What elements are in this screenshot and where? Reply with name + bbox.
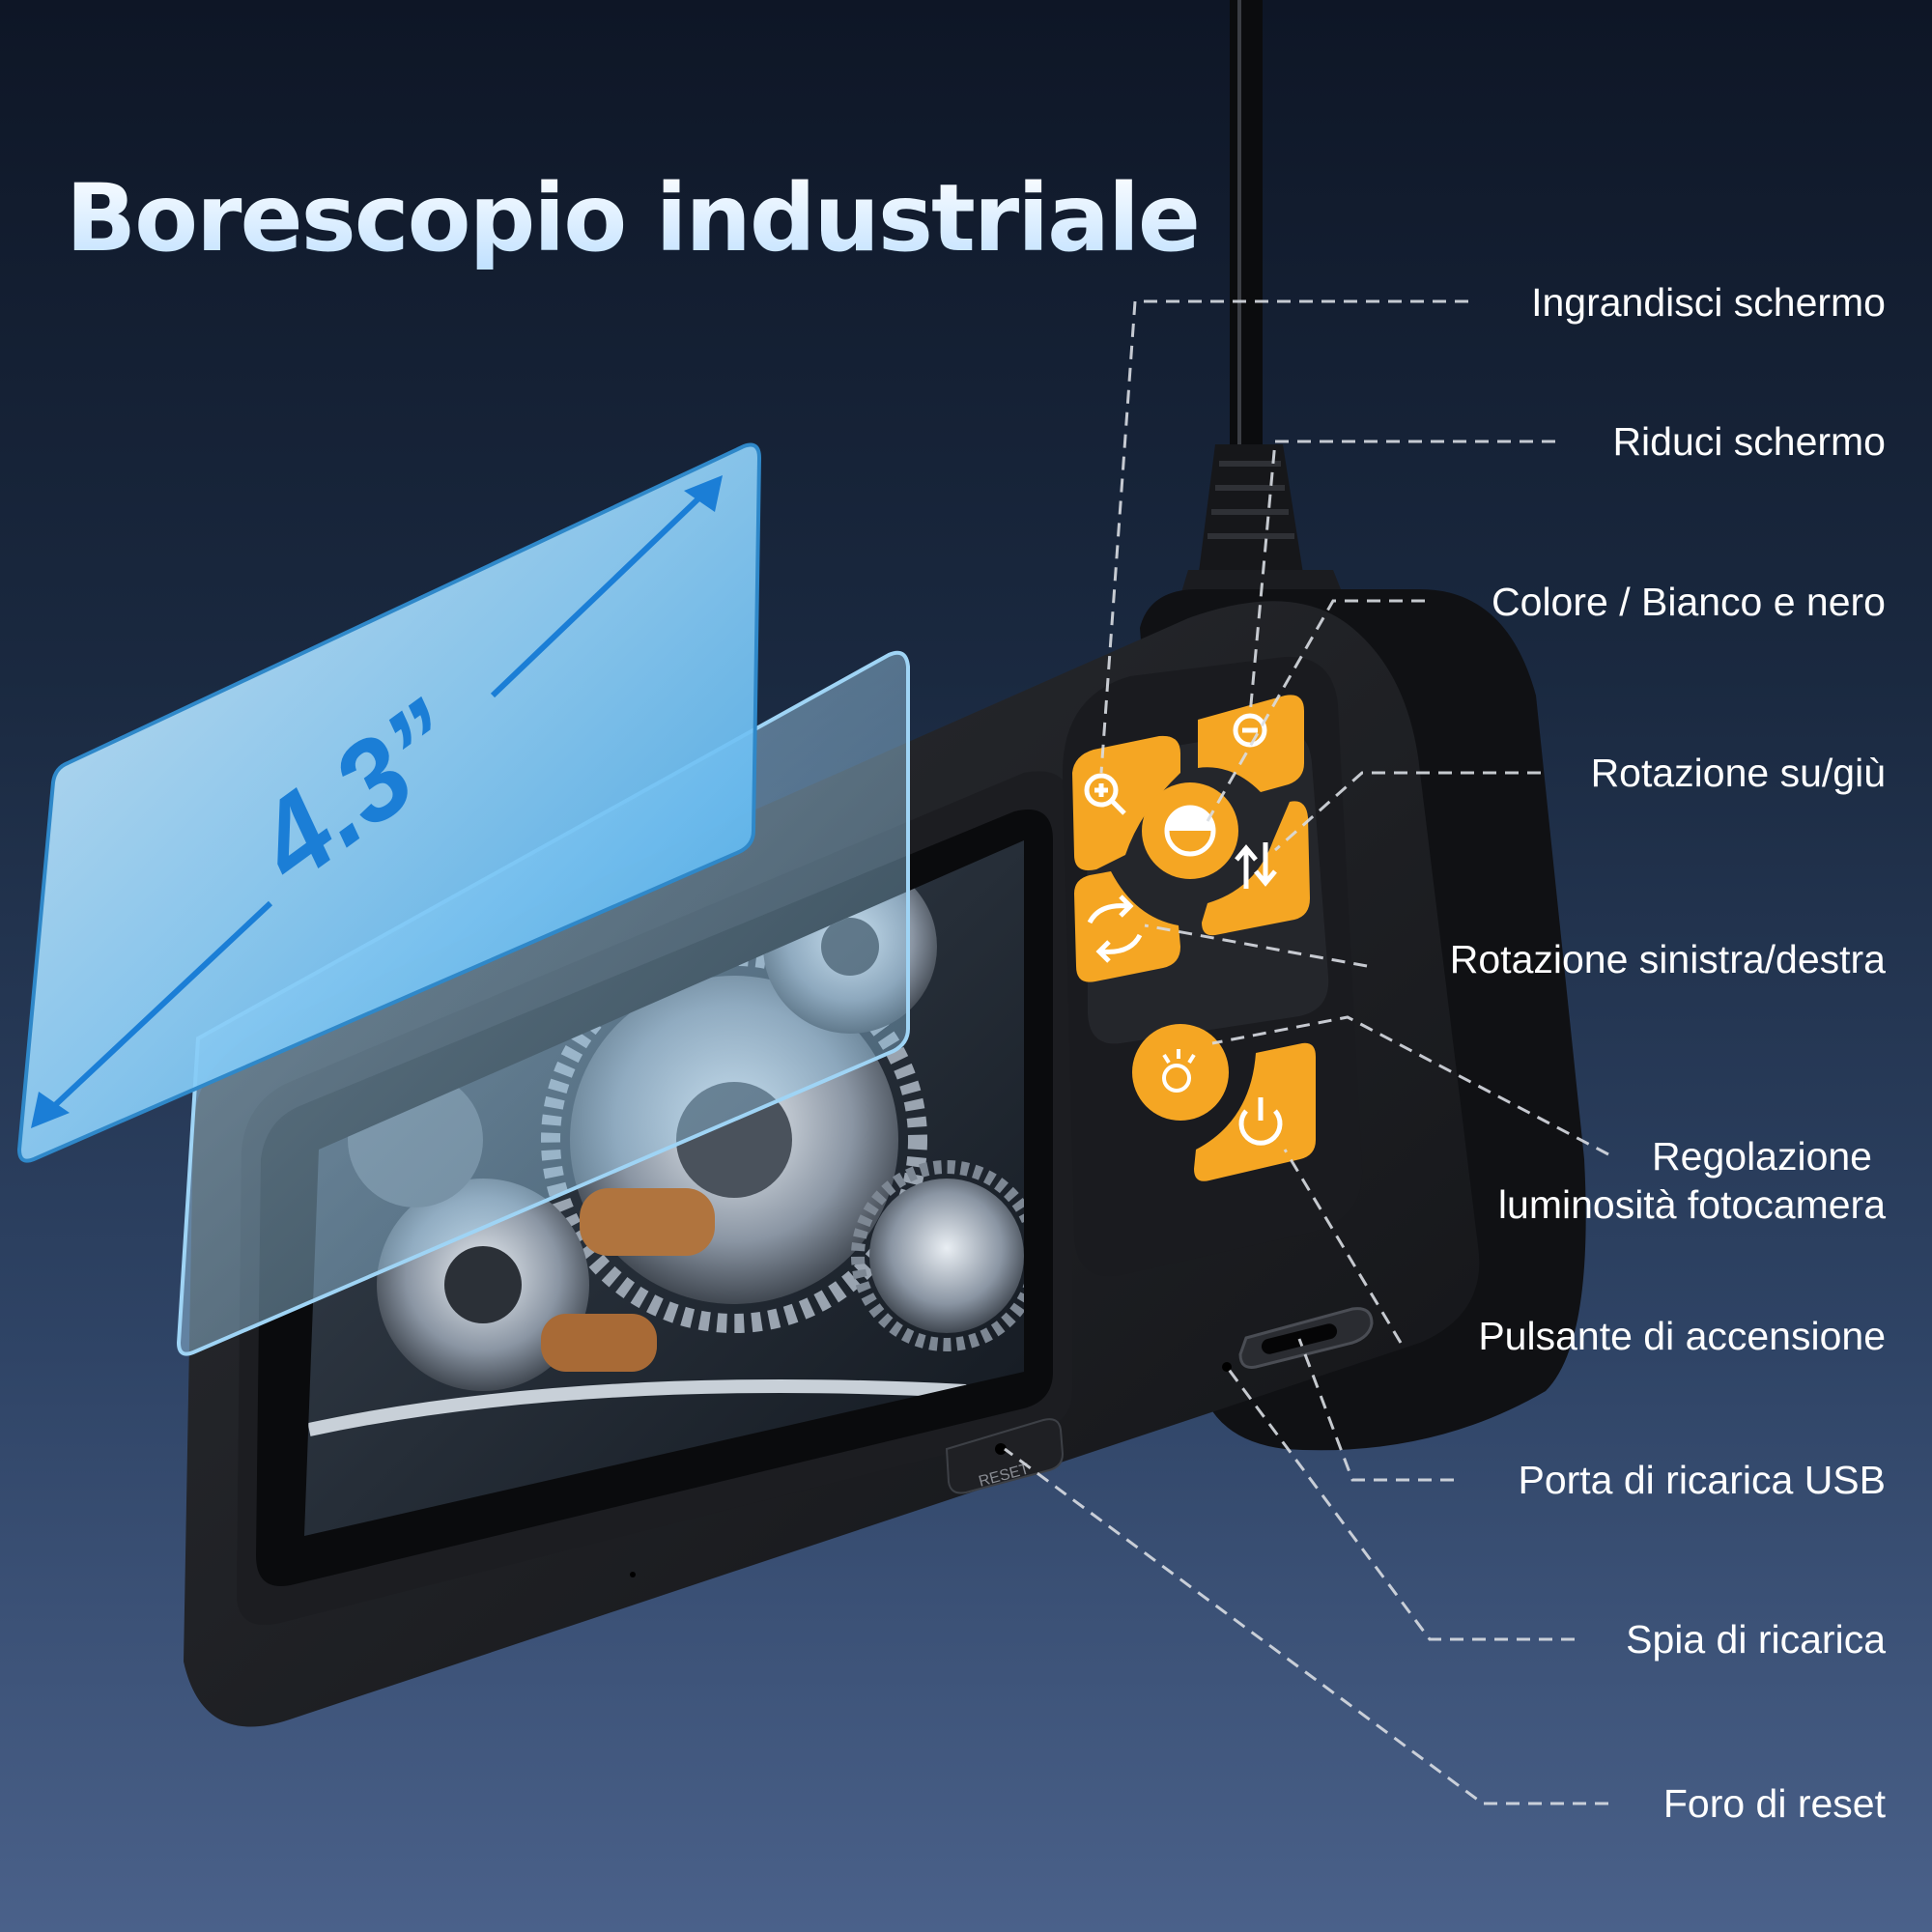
leader-charge bbox=[1225, 1366, 1575, 1641]
brightness-button[interactable] bbox=[1132, 1024, 1229, 1121]
callout-zoom-out: Riduci schermo bbox=[1612, 419, 1886, 464]
leader-flip bbox=[1274, 771, 1541, 852]
diagonal-size-arrow bbox=[31, 475, 723, 1128]
callout-charge-indicator: Spia di ricarica bbox=[1626, 1617, 1886, 1662]
callout-brightness-line2: luminosità fotocamera bbox=[1497, 1182, 1886, 1227]
callout-brightness: Regolazione luminosità fotocamera bbox=[1498, 1132, 1886, 1229]
leader-power bbox=[1283, 1149, 1403, 1344]
rotate-button[interactable] bbox=[1074, 871, 1180, 982]
light-bulb-icon bbox=[1162, 1049, 1196, 1093]
leader-reset bbox=[1004, 1447, 1608, 1805]
screen-protector-front bbox=[16, 442, 762, 1163]
callout-flip: Rotazione su/giù bbox=[1590, 751, 1886, 795]
leader-color bbox=[1206, 599, 1425, 822]
leader-usb bbox=[1297, 1338, 1454, 1482]
leader-zoom-in bbox=[1099, 299, 1468, 774]
leader-rotate bbox=[1144, 923, 1368, 968]
callout-zoom-in: Ingrandisci schermo bbox=[1531, 280, 1886, 325]
zoom-in-icon bbox=[1084, 773, 1126, 815]
callout-usb-port: Porta di ricarica USB bbox=[1518, 1458, 1886, 1502]
power-button[interactable] bbox=[1194, 1042, 1316, 1181]
color-mode-button[interactable] bbox=[1142, 782, 1238, 879]
leader-brightness bbox=[1211, 1015, 1609, 1156]
page-title: Borescopio industriale bbox=[66, 164, 1201, 272]
leader-zoom-out bbox=[1248, 440, 1555, 716]
zoom-in-button[interactable] bbox=[1072, 735, 1180, 870]
callout-power: Pulsante di accensione bbox=[1478, 1314, 1886, 1358]
rotate-arrows-icon bbox=[1087, 895, 1143, 963]
charge-indicator bbox=[1222, 1362, 1232, 1372]
up-down-arrows-icon bbox=[1235, 842, 1277, 889]
zoom-out-icon bbox=[1233, 713, 1267, 748]
callout-brightness-line1: Regolazione bbox=[1652, 1134, 1872, 1179]
callout-rotate: Rotazione sinistra/destra bbox=[1449, 937, 1886, 981]
leader-lines bbox=[1004, 299, 1609, 1805]
callout-reset-hole: Foro di reset bbox=[1662, 1781, 1886, 1826]
flip-button[interactable] bbox=[1202, 801, 1310, 936]
power-icon bbox=[1238, 1097, 1283, 1146]
half-circle-icon bbox=[1164, 805, 1216, 857]
callout-color-mode: Colore / Bianco e nero bbox=[1492, 580, 1886, 624]
